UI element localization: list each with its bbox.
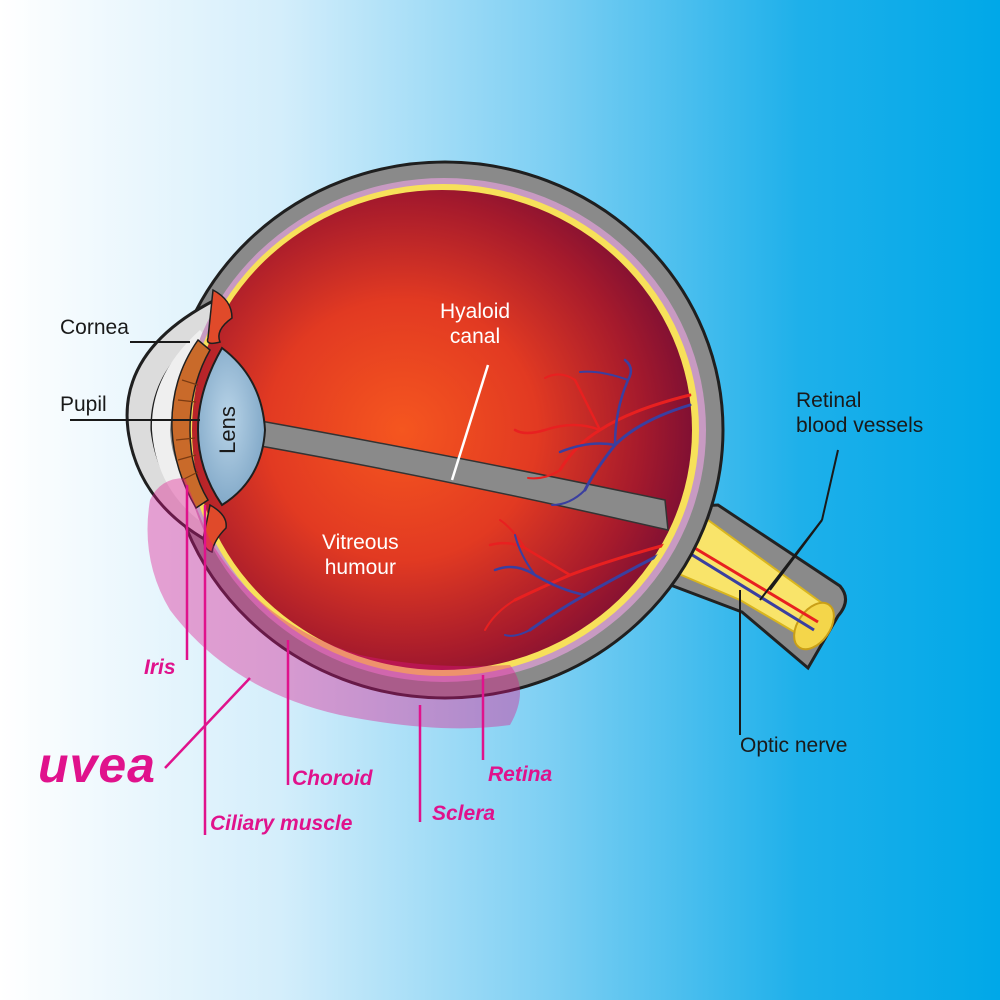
label-retinal-line2: blood vessels (796, 413, 924, 437)
leader-lines (70, 341, 839, 735)
label-lens: Lens (215, 406, 240, 454)
label-uvea: uvea (38, 737, 156, 793)
retinal-blood-vessels-upper (513, 358, 692, 506)
pink-leader-lines (164, 485, 485, 835)
label-retina: Retina (488, 763, 553, 786)
label-vitreous-humour: Vitreous humour (322, 531, 399, 581)
label-ciliary-muscle: Ciliary muscle (210, 812, 353, 835)
label-optic-nerve: Optic nerve (740, 734, 848, 757)
label-hyaloid-line2: canal (449, 324, 501, 348)
label-retinal-line1: Retinal (796, 389, 862, 412)
vitreous-humour (192, 190, 692, 670)
label-pupil: Pupil (60, 393, 107, 416)
retinal-blood-vessels-lower (484, 519, 667, 637)
lens (196, 346, 267, 507)
label-retinal-blood-vessels: Retinal blood vessels (796, 389, 923, 439)
uvea-highlight (147, 478, 520, 729)
label-choroid: Choroid (292, 767, 373, 790)
label-sclera: Sclera (432, 802, 496, 825)
iris (171, 288, 233, 553)
label-cornea: Cornea (60, 316, 129, 339)
label-hyaloid-canal: Hyaloid canal (440, 300, 510, 350)
label-iris: Iris (144, 656, 176, 679)
label-hyaloid-line1: Hyaloid (440, 300, 511, 323)
label-vitreous-line2: humour (324, 555, 396, 579)
label-vitreous-line1: Vitreous (322, 531, 399, 554)
